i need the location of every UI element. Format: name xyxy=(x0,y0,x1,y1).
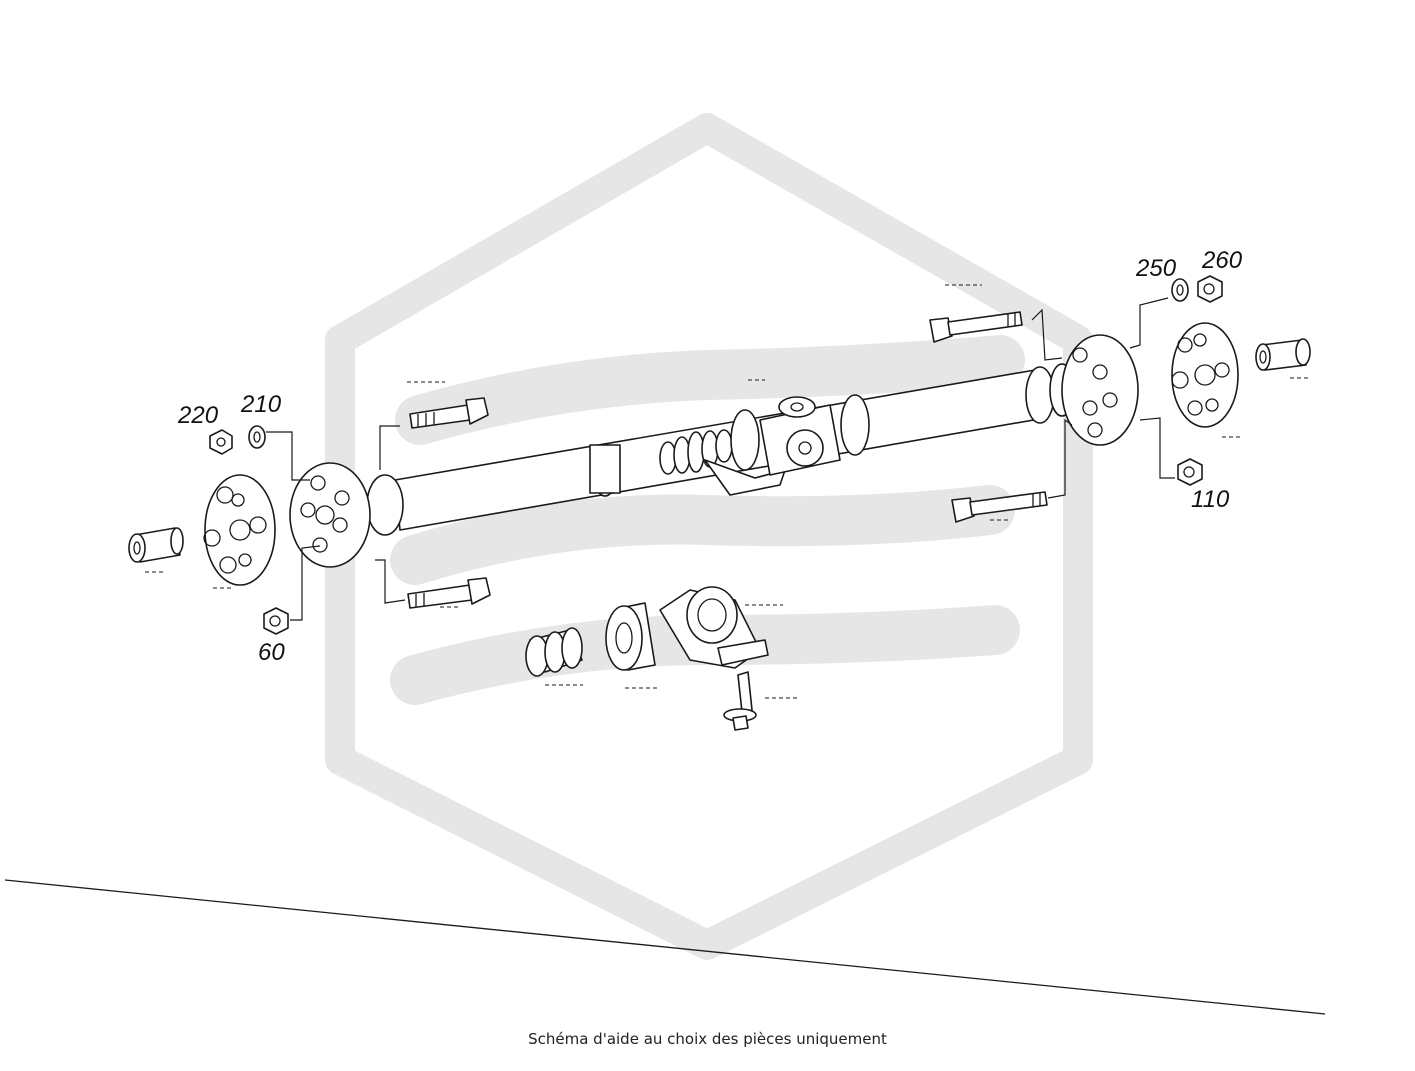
diagram-caption: Schéma d'aide au choix des pièces unique… xyxy=(528,1030,887,1048)
right-centering-sleeve xyxy=(1255,338,1311,371)
propeller-shaft xyxy=(366,362,1086,536)
ground-line xyxy=(4,879,1326,1015)
nut-260 xyxy=(1197,275,1223,303)
universal-joint xyxy=(759,396,841,476)
mounting-screw xyxy=(723,671,757,731)
right-flex-disc xyxy=(1171,322,1239,428)
center-bearing-support xyxy=(659,586,769,669)
dust-boot xyxy=(525,627,583,677)
callout-60: 60 xyxy=(258,639,285,666)
callout-250: 250 xyxy=(1135,255,1177,282)
left-centering-sleeve xyxy=(128,527,184,563)
callout-110: 110 xyxy=(1191,486,1230,513)
bolt-lower-right xyxy=(951,491,1048,523)
nut-110 xyxy=(1177,458,1203,486)
washer-210 xyxy=(248,425,266,449)
bolt-upper-right xyxy=(929,311,1023,343)
leader-lines xyxy=(266,297,1175,621)
bolt-lower-left xyxy=(407,577,491,609)
washer-250 xyxy=(1171,278,1189,302)
shaft-bellows xyxy=(659,429,733,475)
callout-210: 210 xyxy=(240,391,282,418)
callout-260: 260 xyxy=(1201,247,1243,274)
hexagon-logo-watermark xyxy=(325,113,1093,960)
left-flex-disc-mounted xyxy=(289,462,371,568)
callout-220: 220 xyxy=(177,402,219,429)
bolt-upper-left xyxy=(409,397,489,429)
nut-60 xyxy=(263,607,289,635)
bearing-ring xyxy=(605,602,656,671)
nut-220 xyxy=(209,429,233,455)
left-flex-disc xyxy=(203,474,276,586)
right-flex-disc-mounted xyxy=(1061,334,1139,446)
unlabeled-callout-marks xyxy=(145,284,1310,699)
